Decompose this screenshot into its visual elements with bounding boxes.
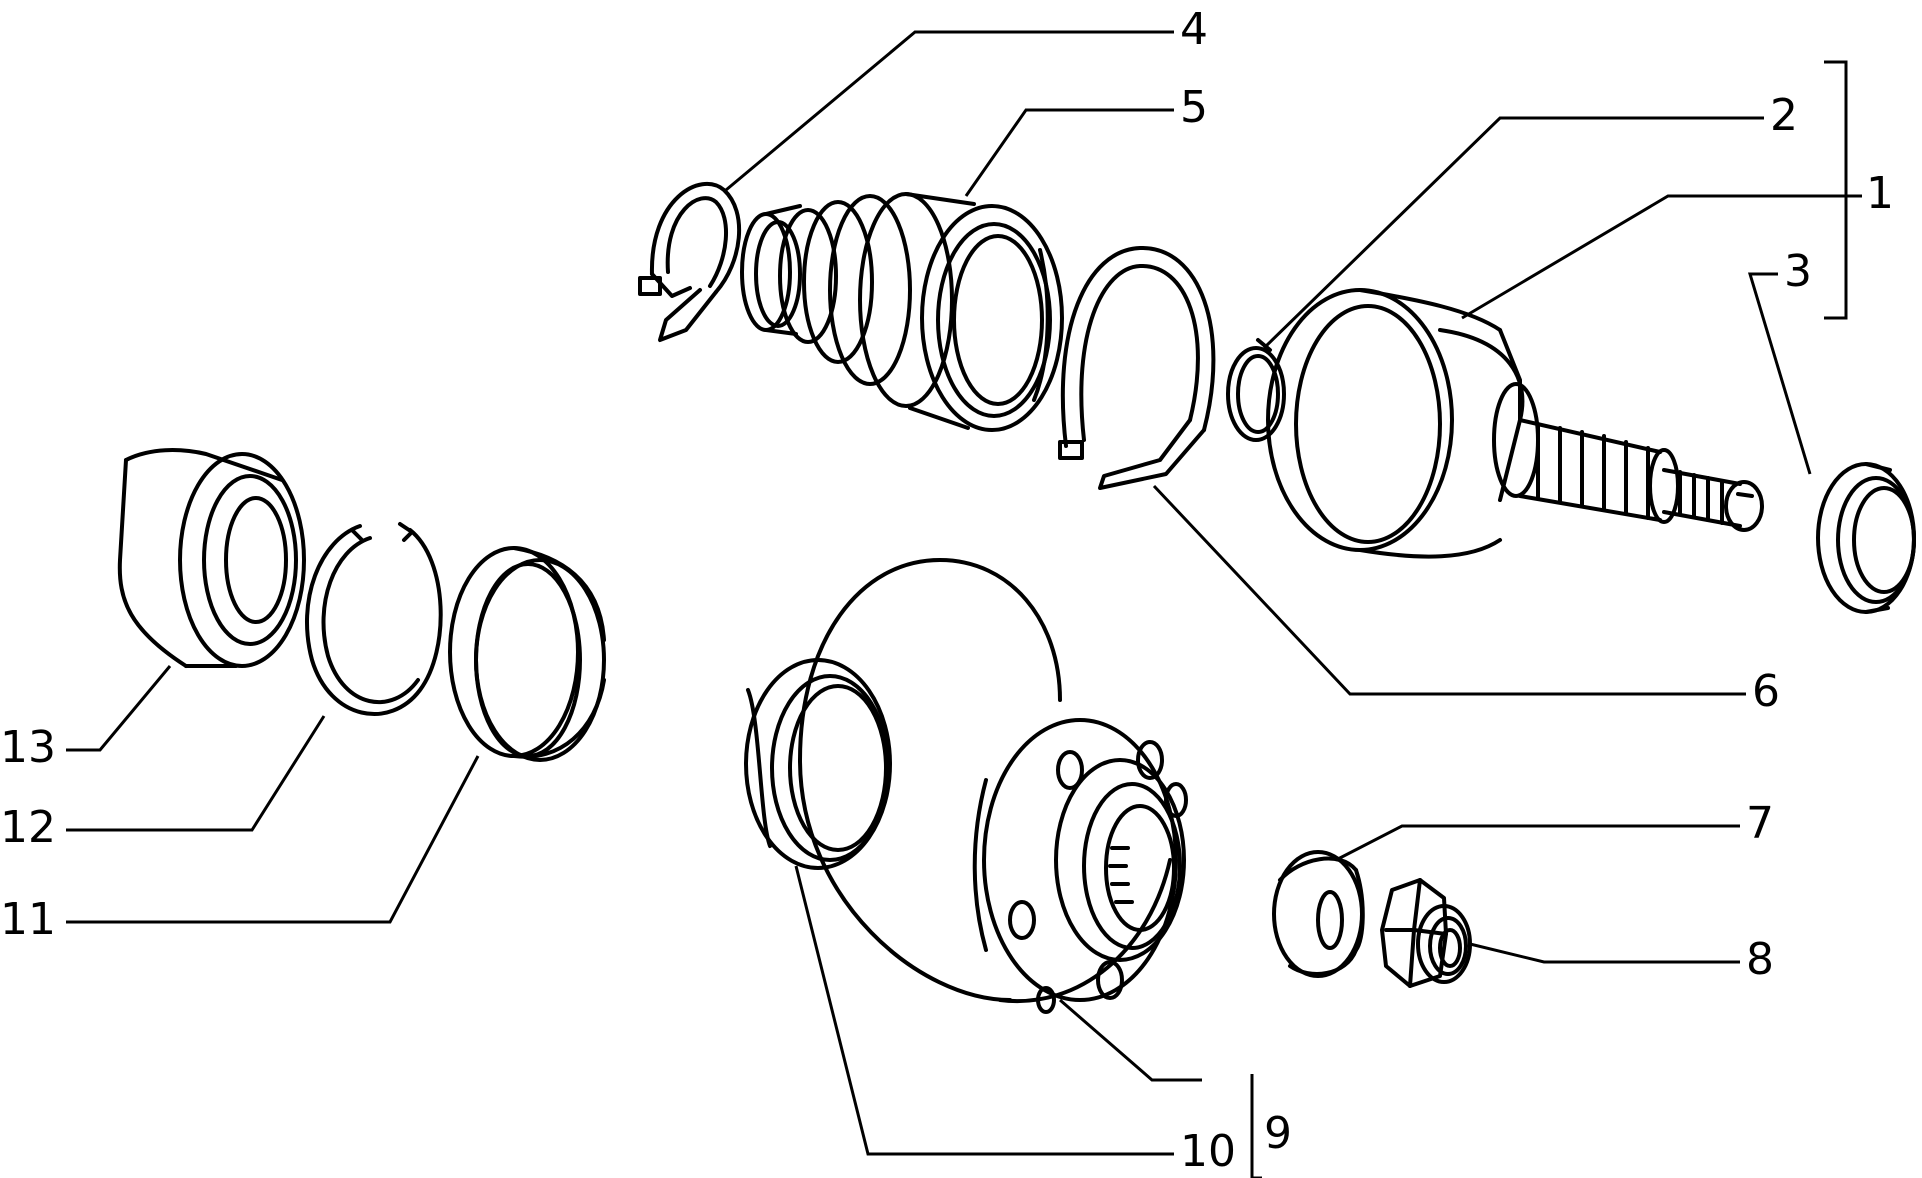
callout-11: 11 [0,894,56,945]
leader-3 [1747,272,1812,475]
assembly-bracket-1-2-3 [1824,60,1848,320]
callout-8: 8 [1746,934,1774,985]
leader-4 [725,30,1174,192]
leader-7 [1335,824,1740,862]
callout-3: 3 [1784,246,1812,297]
part-12-snap-ring [304,522,443,716]
leader-13 [66,665,172,752]
callout-5: 5 [1180,82,1208,133]
part-13-wheel-bearing [117,448,306,668]
callout-1: 1 [1866,168,1894,219]
leader-12 [66,715,326,832]
leader-8 [1469,942,1740,964]
callout-9: 9 [1264,1108,1292,1159]
leader-6 [1152,484,1746,696]
leader-9-10 [1059,998,1202,1082]
leader-2 [1262,116,1764,350]
leader-11 [66,755,480,924]
leader-1 [1461,194,1862,320]
callout-10: 10 [1180,1126,1236,1177]
part-8-hub-nut [1380,878,1472,988]
part-11-bearing-ring [448,546,606,762]
callout-2: 2 [1770,90,1798,141]
part-6-large-boot-clamp [1058,245,1216,490]
part-5-cv-joint-boot [740,192,1064,432]
part-7-thrust-washer [1272,850,1365,978]
assembly-bracket-9-10 [1250,1074,1262,1178]
part-4-small-boot-clamp [638,182,742,342]
part-3-dust-seal [1816,462,1916,614]
leader-lines [66,30,1862,1156]
leader-10 [794,865,1174,1156]
callout-12: 12 [0,802,56,853]
callout-6: 6 [1752,666,1780,717]
callout-13: 13 [0,722,56,773]
part-2-circlip [1226,338,1286,442]
part-1-outer-cv-joint [1266,288,1764,559]
part-9-wheel-hub [798,558,1188,1014]
callout-7: 7 [1746,798,1774,849]
part-10-hub-seal [744,658,892,870]
leader-5 [964,108,1174,197]
callout-4: 4 [1180,4,1208,55]
callout-labels: 4 5 2 1 3 6 7 8 10 9 13 12 11 [0,4,1894,1177]
